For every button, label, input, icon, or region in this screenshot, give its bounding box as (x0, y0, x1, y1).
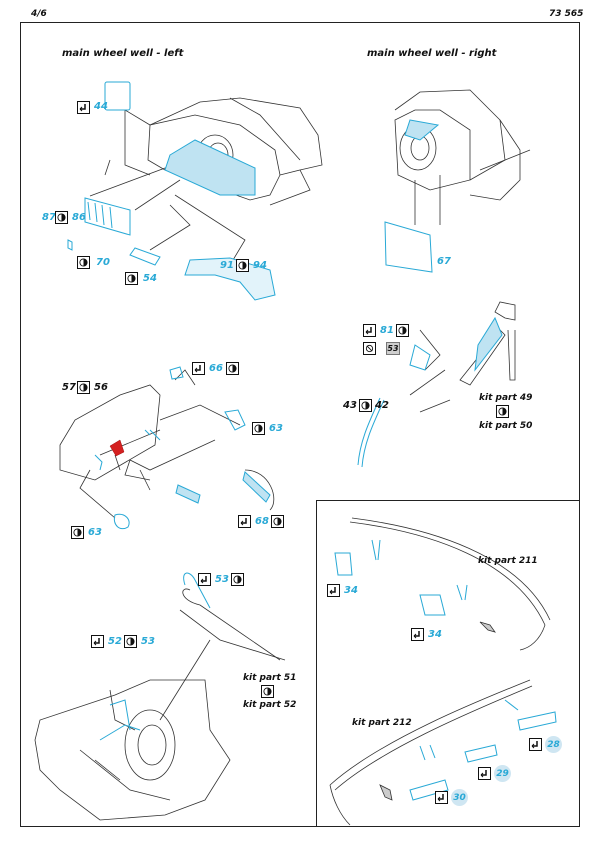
kit-part-50-label: kit part 50 (479, 421, 533, 431)
half-circle-icon (271, 515, 284, 528)
part-number-42: 42 (375, 400, 389, 411)
half-circle-icon (359, 399, 372, 412)
half-circle-icon (231, 573, 244, 586)
part-number-34: 34 (428, 629, 442, 640)
part-number-81: 81 (380, 325, 394, 336)
kit-part-53-badge: 53 (386, 342, 400, 355)
half-circle-icon (261, 685, 274, 698)
part-number-66: 66 (209, 363, 223, 374)
part-number-52: 52 (108, 636, 122, 647)
part-number-87: 87 (42, 212, 56, 223)
part-number-44: 44 (94, 101, 108, 112)
part-number-68: 68 (255, 516, 269, 527)
part-number-57: 57 (62, 382, 76, 393)
bend-icon (478, 767, 491, 780)
part-number-29: 29 (494, 765, 511, 782)
part-number-86: 86 (72, 212, 86, 223)
half-circle-icon (252, 422, 265, 435)
half-circle-icon (77, 381, 90, 394)
half-circle-icon (124, 635, 137, 648)
remove-icon (363, 342, 376, 355)
half-circle-icon (496, 405, 509, 418)
half-circle-icon (236, 259, 249, 272)
bend-icon (91, 635, 104, 648)
right-well-title: main wheel well - right (367, 48, 497, 59)
bend-icon (435, 791, 448, 804)
kit-part-51-label: kit part 51 (243, 673, 297, 683)
bend-icon (327, 584, 340, 597)
bend-icon (529, 738, 542, 751)
half-circle-icon (396, 324, 409, 337)
kit-part-49-label: kit part 49 (479, 393, 533, 403)
bend-icon (198, 573, 211, 586)
part-number-43: 43 (343, 400, 357, 411)
half-circle-icon (55, 211, 68, 224)
left-well-title: main wheel well - left (62, 48, 184, 59)
part-number-63: 63 (88, 527, 102, 538)
part-number-91: 91 (220, 260, 234, 271)
half-circle-icon (71, 526, 84, 539)
page-frame (20, 22, 580, 827)
part-number-56: 56 (94, 382, 108, 393)
kit-part-212-label: kit part 212 (352, 718, 412, 728)
part-number-63: 63 (269, 423, 283, 434)
half-circle-icon (226, 362, 239, 375)
part-number-67: 67 (437, 256, 451, 267)
part-number-53: 53 (141, 636, 155, 647)
kit-part-211-label: kit part 211 (478, 556, 538, 566)
half-circle-icon (125, 272, 138, 285)
part-number-34: 34 (344, 585, 358, 596)
kit-parts-panel (316, 500, 580, 827)
part-number-94: 94 (253, 260, 267, 271)
part-number-54: 54 (143, 273, 157, 284)
part-number-30: 30 (451, 789, 468, 806)
bend-icon (238, 515, 251, 528)
bend-icon (77, 101, 90, 114)
bend-icon (363, 324, 376, 337)
part-number-28: 28 (545, 736, 562, 753)
half-circle-icon (77, 256, 90, 269)
page-number: 4/6 (31, 9, 47, 19)
bend-icon (411, 628, 424, 641)
sheet-code: 73 565 (549, 9, 584, 19)
part-number-70: 70 (96, 257, 110, 268)
kit-part-52-label: kit part 52 (243, 700, 297, 710)
bend-icon (192, 362, 205, 375)
part-number-53: 53 (215, 574, 229, 585)
